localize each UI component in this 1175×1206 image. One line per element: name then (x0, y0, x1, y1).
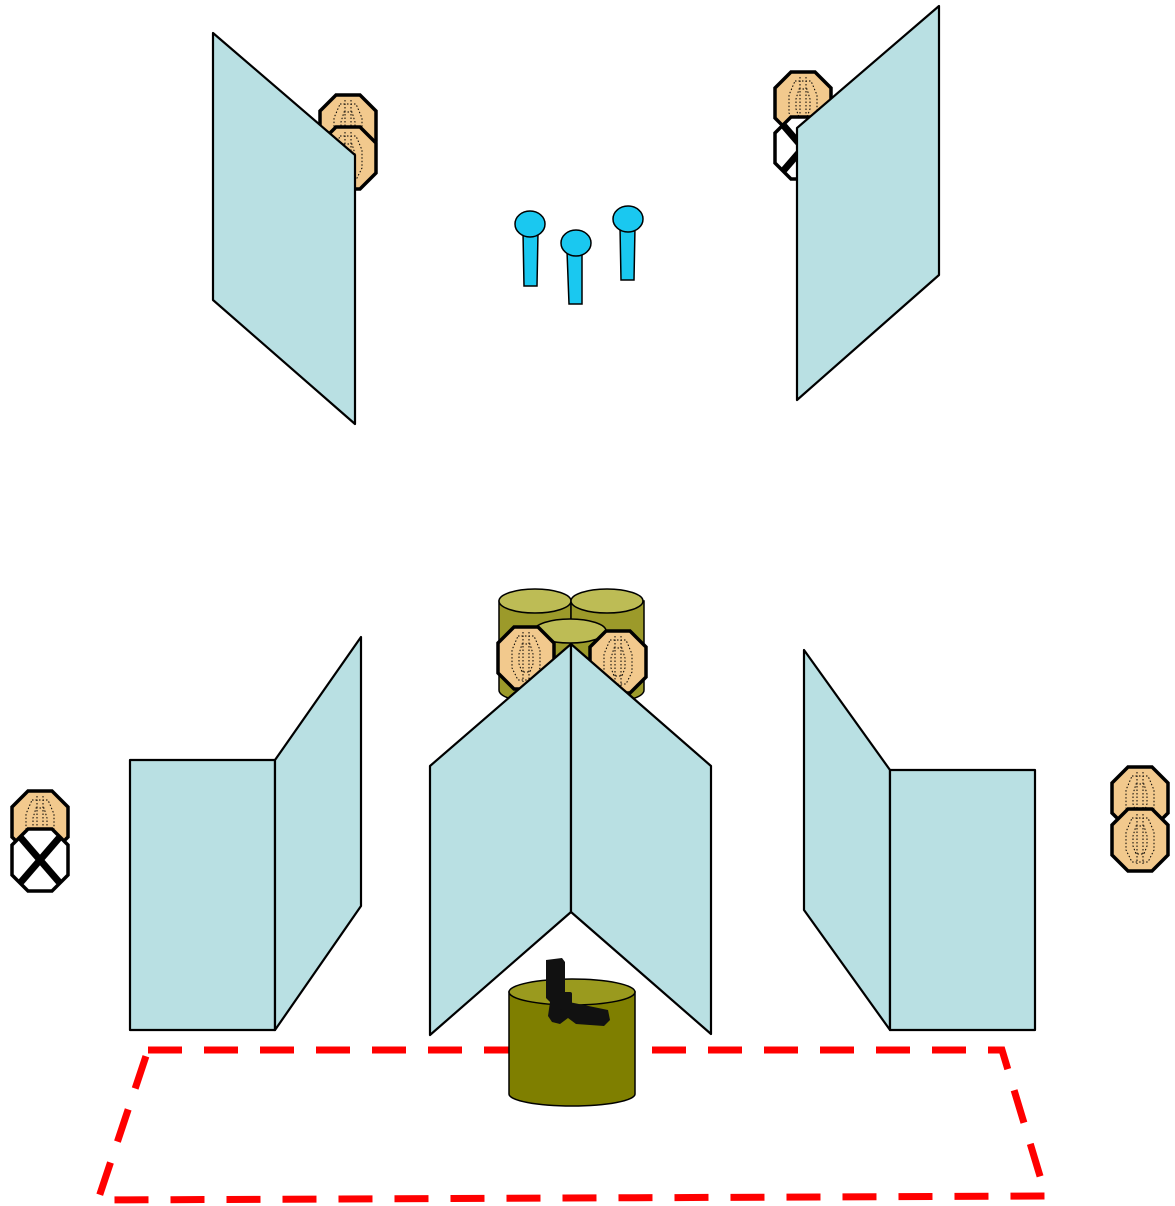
wall-center-right (569, 642, 713, 1036)
wall-lower-left-side (273, 635, 363, 1032)
wall-lower-right-front (888, 768, 1037, 1032)
wall-lower-left-front (128, 758, 277, 1032)
paper-target (1110, 807, 1170, 873)
no-shoot-target (12, 829, 68, 891)
wall-upper-right (795, 4, 941, 402)
start-table (508, 978, 636, 1107)
pistol-icon (546, 958, 610, 1026)
wall-lower-right-side (802, 648, 892, 1032)
shooting-box (93, 1046, 1051, 1204)
steel-popper (560, 229, 592, 305)
steel-popper (514, 210, 546, 287)
steel-popper (612, 205, 644, 281)
wall-upper-left (211, 31, 357, 426)
